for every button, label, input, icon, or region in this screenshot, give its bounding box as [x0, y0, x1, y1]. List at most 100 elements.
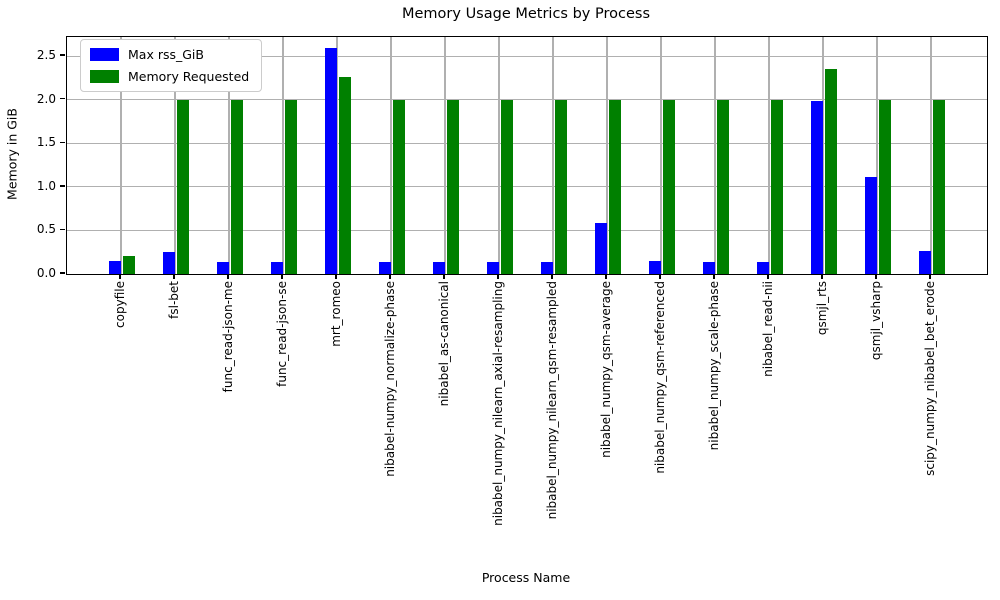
gridline-vertical — [714, 37, 716, 274]
x-tick-mark — [335, 274, 337, 279]
y-tick-label: 0.0 — [36, 266, 56, 280]
bar-memory-requested — [447, 99, 459, 274]
x-tick-mark — [443, 274, 445, 279]
x-tick-mark — [173, 274, 175, 279]
bar-memory-requested — [231, 99, 243, 274]
gridline-vertical — [228, 37, 230, 274]
x-tick-mark — [551, 274, 553, 279]
gridline-vertical — [606, 37, 608, 274]
gridline-vertical — [174, 37, 176, 274]
bar-memory-requested — [933, 99, 945, 274]
bar-max-rss — [271, 261, 283, 274]
x-tick-mark — [119, 274, 121, 279]
gridline-vertical — [552, 37, 554, 274]
bar-max-rss — [487, 261, 499, 274]
y-tick-label: 1.0 — [36, 178, 56, 193]
x-tick-label: nibabel_numpy_qsm-average — [599, 281, 613, 458]
bar-max-rss — [595, 223, 607, 274]
plot-area — [66, 36, 988, 275]
y-tick-mark — [60, 228, 65, 231]
legend-label-max-rss: Max rss_GiB — [128, 47, 204, 62]
gridline-horizontal — [67, 142, 987, 144]
gridline-horizontal — [67, 55, 987, 57]
x-tick-label: fsl-bet — [167, 281, 181, 319]
bar-max-rss — [541, 261, 553, 274]
bar-memory-requested — [879, 99, 891, 274]
bar-memory-requested — [393, 99, 405, 274]
x-tick-label: copyfile — [113, 281, 127, 328]
gridline-vertical — [660, 37, 662, 274]
bar-max-rss — [325, 48, 337, 274]
bar-memory-requested — [717, 99, 729, 274]
bar-memory-requested — [663, 99, 675, 274]
bar-memory-requested — [771, 99, 783, 274]
x-tick-mark — [713, 274, 715, 279]
y-tick-mark — [60, 54, 65, 56]
bar-max-rss — [649, 260, 661, 274]
bar-memory-requested — [285, 99, 297, 274]
x-tick-label: scipy_numpy_nibabel_bet_erode — [923, 281, 937, 476]
gridline-vertical — [768, 37, 770, 274]
bar-memory-requested — [123, 255, 135, 274]
legend-swatch-max-rss — [90, 48, 119, 61]
x-tick-label: func_read-json-me — [221, 281, 235, 393]
y-tick-mark — [60, 98, 65, 100]
y-tick-label: 0.5 — [36, 222, 56, 237]
legend-entry-max-rss: Max rss_GiB — [90, 47, 249, 62]
y-tick-label: 2.0 — [36, 91, 56, 106]
legend-swatch-memory-requested — [90, 70, 119, 83]
x-tick-label: qsmjl_rts — [815, 281, 829, 336]
y-tick-label: 1.5 — [36, 135, 56, 150]
gridline-vertical — [282, 37, 284, 274]
gridline-vertical — [120, 37, 122, 274]
bar-memory-requested — [501, 99, 513, 274]
bar-memory-requested — [609, 99, 621, 274]
x-tick-label: nibabel_numpy_nilearn_axial-resampling — [491, 281, 505, 526]
y-axis-label: Memory in GiB — [4, 108, 20, 200]
x-tick-mark — [767, 274, 769, 279]
y-tick-mark — [60, 185, 65, 187]
gridline-horizontal — [67, 99, 987, 101]
bar-memory-requested — [555, 99, 567, 274]
bar-max-rss — [433, 261, 445, 274]
x-tick-label: nibabel_as-canonical — [437, 281, 451, 407]
gridline-horizontal — [67, 186, 987, 188]
bar-max-rss — [811, 101, 823, 274]
x-tick-mark — [659, 274, 661, 279]
bar-max-rss — [919, 251, 931, 274]
x-tick-mark — [875, 274, 877, 279]
x-tick-mark — [497, 274, 499, 279]
x-tick-mark — [227, 274, 229, 279]
x-tick-label: nibabel_numpy_nilearn_qsm-resampled — [545, 281, 559, 520]
x-tick-label: nibabel_numpy_qsm-referenced — [653, 281, 667, 474]
bar-memory-requested — [177, 99, 189, 274]
x-tick-label: qsmjl_vsharp — [869, 281, 883, 361]
x-tick-label: nibabel_numpy_scale-phase — [707, 281, 721, 451]
gridline-vertical — [498, 37, 500, 274]
x-tick-mark — [281, 274, 283, 279]
x-tick-label: mrt_romeo — [329, 281, 343, 347]
x-tick-label: func_read-json-se — [275, 281, 289, 387]
bar-max-rss — [865, 177, 877, 274]
bar-memory-requested — [339, 77, 351, 274]
bar-max-rss — [217, 261, 229, 274]
gridline-vertical — [930, 37, 932, 274]
bar-max-rss — [757, 261, 769, 274]
gridline-vertical — [444, 37, 446, 274]
gridline-horizontal — [67, 229, 987, 232]
gridline-vertical — [390, 37, 392, 274]
x-axis-label: Process Name — [481, 570, 571, 585]
bar-memory-requested — [825, 69, 837, 274]
x-tick-mark — [389, 274, 391, 279]
bar-max-rss — [163, 252, 175, 274]
legend: Max rss_GiB Memory Requested — [80, 39, 263, 92]
gridline-vertical — [876, 37, 878, 274]
bar-max-rss — [109, 260, 121, 274]
bar-max-rss — [379, 261, 391, 274]
y-tick-label: 2.5 — [36, 48, 56, 63]
bar-max-rss — [703, 261, 715, 274]
y-tick-mark — [60, 141, 65, 143]
x-tick-label: nibabel-numpy_normalize-phase — [383, 281, 397, 477]
chart-title: Memory Usage Metrics by Process — [401, 6, 650, 22]
legend-label-memory-requested: Memory Requested — [128, 69, 250, 84]
